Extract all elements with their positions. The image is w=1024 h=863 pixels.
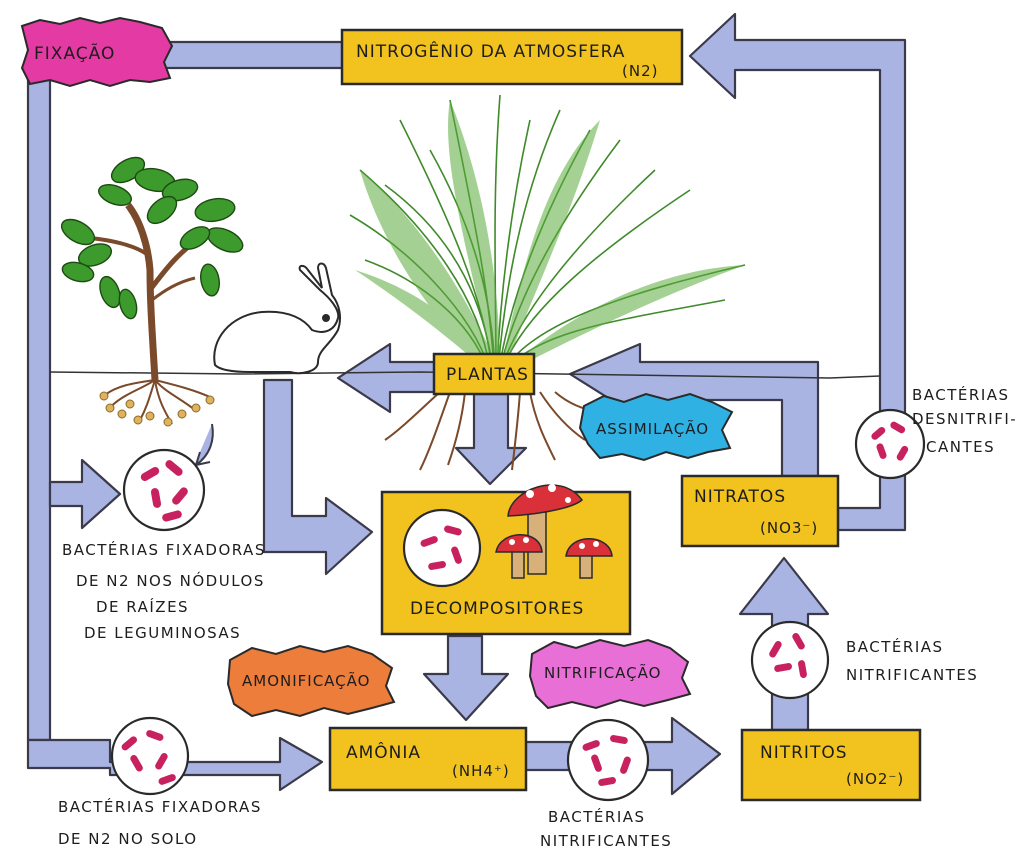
- arrow-animal-to-decomposers: [262, 378, 374, 576]
- atmosphere-box: [340, 28, 684, 86]
- ammonia-label: AMÔNIA: [346, 741, 421, 763]
- top-left-pipe: [158, 40, 347, 70]
- ammonification-label: AMONIFICAÇÃO: [242, 671, 370, 690]
- nitrifying-bottom-note-2: NITRIFICANTES: [540, 832, 672, 850]
- mushroom-icon: [495, 484, 613, 579]
- arrow-decomposers-to-ammonia: [422, 634, 510, 722]
- atmosphere-formula: (N2): [622, 62, 658, 80]
- fixation-label: FIXAÇÃO: [34, 42, 115, 64]
- legume-bacteria-icon: [122, 448, 206, 532]
- soil-bacteria-icon: [110, 716, 190, 796]
- grass-fill: [355, 100, 745, 372]
- arrow-plants-to-decomposers: [454, 392, 528, 486]
- legume-bacteria-note-4: DE LEGUMINOSAS: [84, 624, 241, 642]
- denitrifying-note-1: BACTÉRIAS: [912, 385, 1010, 404]
- legume-bacteria-note-3: DE RAÍZES: [96, 597, 189, 616]
- nitrites-box: [740, 728, 922, 802]
- soil-bacteria-note-2: DE N2 NO SOLO: [58, 830, 198, 848]
- ammonification-badge: [226, 644, 396, 718]
- assimilation-badge: [578, 392, 734, 462]
- denitrifying-note-3: CANTES: [926, 438, 995, 456]
- nitrification-badge: [528, 638, 692, 710]
- assimilation-label: ASSIMILAÇÃO: [596, 419, 709, 438]
- rabbit-illustration: [213, 262, 341, 375]
- fixation-badge: [20, 16, 174, 88]
- atmosphere-label: NITROGÊNIO DA ATMOSFERA: [356, 40, 625, 62]
- plants-box: [432, 352, 536, 396]
- nitrifying-right-bacteria-icon: [750, 620, 830, 700]
- arrow-to-legume-bacteria: [48, 458, 122, 530]
- legume-bacteria-note-2: DE N2 NOS NÓDULOS: [76, 571, 265, 590]
- nitrates-box: [680, 474, 840, 548]
- ground-line: [49, 371, 881, 379]
- nitrifying-bottom-bacteria-icon: [566, 718, 650, 802]
- arrow-plants-to-animal: [336, 342, 438, 414]
- denitrifying-note-2: DESNITRIFI-: [912, 410, 1017, 428]
- legume-plant-illustration: [60, 156, 244, 468]
- nitrifying-right-note-2: NITRIFICANTES: [846, 666, 978, 684]
- soil-bacteria-note-1: BACTÉRIAS FIXADORAS: [58, 797, 262, 816]
- plants-label: PLANTAS: [446, 365, 529, 385]
- decomposers-label: DECOMPOSITORES: [410, 599, 584, 619]
- nitrates-formula: (NO3⁻): [760, 519, 818, 537]
- nitrites-label: NITRITOS: [760, 743, 848, 763]
- nitrification-label: NITRIFICAÇÃO: [544, 663, 661, 682]
- ammonia-formula: (NH4⁺): [452, 762, 510, 780]
- grass-roots: [384, 391, 601, 471]
- legume-bacteria-note-1: BACTÉRIAS FIXADORAS: [62, 540, 266, 559]
- ammonia-box: [328, 726, 528, 792]
- denitrifying-bacteria-icon: [854, 408, 926, 480]
- decomposer-bacteria-icon: [402, 508, 482, 588]
- nitrifying-bottom-note-1: BACTÉRIAS: [548, 807, 646, 826]
- nitrifying-right-note-1: BACTÉRIAS: [846, 637, 944, 656]
- nitrates-label: NITRATOS: [694, 487, 786, 507]
- nitrites-formula: (NO2⁻): [846, 770, 904, 788]
